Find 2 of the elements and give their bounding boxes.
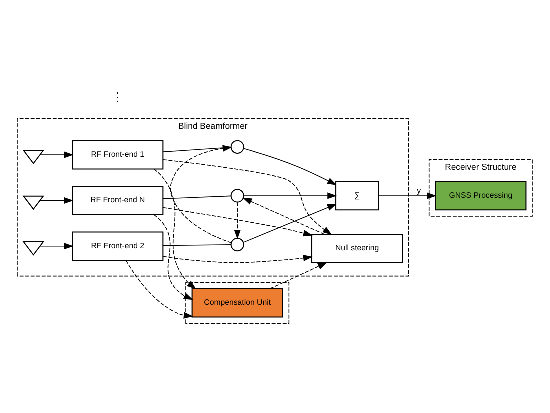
edge-label: y [417, 186, 422, 196]
label: ⋮ [111, 90, 124, 104]
